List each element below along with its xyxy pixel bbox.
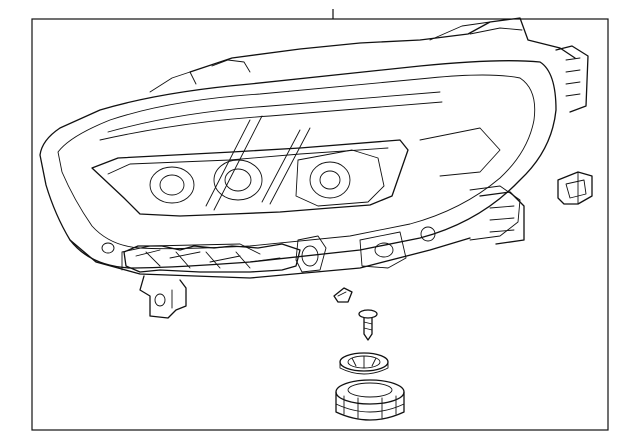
clip — [557, 171, 593, 205]
mounting-bracket — [139, 275, 187, 319]
headlamp-assembly — [39, 17, 589, 279]
clip — [333, 287, 353, 303]
bulb-cap — [335, 379, 405, 421]
diagram-frame — [31, 18, 609, 431]
grommet — [339, 352, 389, 375]
screw — [358, 309, 378, 341]
